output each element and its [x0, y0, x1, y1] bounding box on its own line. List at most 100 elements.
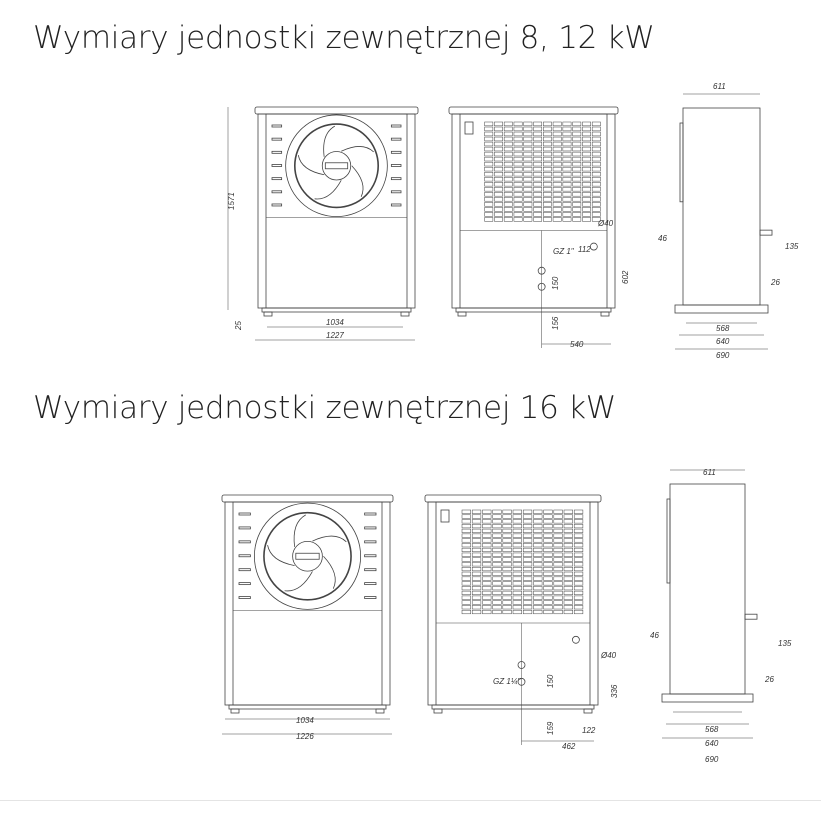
- grille-cell: [522, 533, 533, 538]
- louver: [390, 164, 402, 167]
- louver: [238, 526, 251, 530]
- grille-cell: [492, 571, 502, 576]
- dim-drain-offset: 122: [582, 726, 596, 735]
- grille-cell: [553, 590, 563, 595]
- grille-cell: [502, 533, 512, 538]
- grille-cell: [591, 151, 601, 157]
- grille-cell: [471, 509, 482, 514]
- grille-cell: [503, 151, 513, 157]
- grille-cell: [523, 146, 533, 152]
- grille-cell: [533, 576, 543, 581]
- grille-cell: [461, 609, 471, 615]
- grille-cell: [494, 121, 503, 127]
- grille-cell: [513, 202, 523, 207]
- grille-cell: [494, 126, 503, 132]
- grille-cell: [562, 161, 572, 167]
- grille-cell: [562, 197, 572, 202]
- grille-cell: [471, 586, 482, 591]
- grille-cell: [543, 172, 552, 177]
- side-grille: [679, 122, 684, 203]
- grille-cell: [573, 586, 584, 591]
- grille-cell: [502, 552, 512, 557]
- grille-cell: [512, 528, 522, 533]
- grille-cell: [553, 538, 563, 543]
- grille-cell: [523, 161, 533, 167]
- grille-cell: [512, 552, 522, 557]
- grille-cell: [502, 514, 512, 519]
- grille-cell: [494, 172, 503, 177]
- grille-cell: [494, 161, 503, 167]
- grille-cell: [543, 543, 553, 548]
- grille-cell: [552, 166, 562, 172]
- grille-cell: [513, 131, 523, 137]
- grille-cell: [553, 581, 563, 586]
- grille-cell: [533, 552, 543, 557]
- grille-cell: [562, 146, 572, 152]
- grille-cell: [533, 131, 543, 137]
- grille-cell: [484, 166, 494, 172]
- grille-cell: [492, 538, 502, 543]
- dim-pipe-length: 135: [778, 639, 792, 648]
- grille-cell: [572, 202, 582, 207]
- grille-cell: [543, 609, 553, 615]
- grille-cell: [461, 557, 471, 562]
- grille-cell: [523, 207, 533, 212]
- foot: [375, 708, 385, 714]
- grille-cell: [502, 509, 512, 514]
- grille-cell: [543, 567, 553, 572]
- grille-cell: [492, 576, 502, 581]
- grille-cell: [522, 590, 533, 595]
- grille-cell: [552, 187, 562, 192]
- grille-cell: [553, 509, 563, 514]
- grille-cell: [572, 141, 582, 147]
- grille-cell: [503, 197, 513, 202]
- grille-cell: [461, 547, 471, 553]
- grille-cell: [552, 212, 562, 217]
- grille-cell: [543, 126, 552, 132]
- grille-cell: [492, 514, 502, 519]
- grille-cell: [591, 121, 601, 127]
- grille-cell: [471, 524, 482, 529]
- grille-cell: [503, 141, 513, 147]
- grille-cell: [482, 509, 492, 514]
- grille-cell: [513, 172, 523, 177]
- grille-cell: [482, 533, 492, 538]
- louver: [238, 512, 251, 516]
- grille-cell: [492, 595, 502, 600]
- grille-cell: [552, 156, 562, 162]
- grille-cell: [484, 197, 494, 202]
- grille-cell: [591, 202, 601, 207]
- louver: [271, 203, 283, 207]
- grille-cell: [573, 605, 584, 610]
- grille-cell: [543, 519, 553, 524]
- grille-cell: [484, 141, 494, 147]
- grille-cell: [484, 207, 494, 212]
- drain-connection: [589, 242, 598, 251]
- grille-cell: [552, 151, 562, 157]
- grille-cell: [552, 121, 562, 127]
- dim-width: 1227: [326, 331, 344, 340]
- grille-cell: [502, 547, 512, 553]
- grille-cell: [553, 528, 563, 533]
- grille-cell: [553, 571, 563, 576]
- grille-cell: [533, 212, 543, 217]
- grille-cell: [492, 581, 502, 586]
- grille-cell: [553, 595, 563, 600]
- grille-cell: [522, 557, 533, 562]
- grille-cell: [543, 146, 552, 152]
- grille-cell: [572, 192, 582, 197]
- grille-cell: [533, 524, 543, 529]
- grille-cell: [461, 509, 471, 514]
- logo-plate: [324, 162, 349, 170]
- grille-cell: [573, 581, 584, 586]
- grille-cell: [533, 161, 543, 167]
- grille-cell: [562, 141, 572, 147]
- louver: [364, 568, 377, 572]
- grille-cell: [582, 172, 591, 177]
- grille-cell: [552, 126, 562, 132]
- base-frame: [431, 704, 595, 710]
- grille-cell: [543, 552, 553, 557]
- grille-cell: [482, 543, 492, 548]
- dim-connection-height: 602: [621, 270, 630, 284]
- grille-cell: [522, 543, 533, 548]
